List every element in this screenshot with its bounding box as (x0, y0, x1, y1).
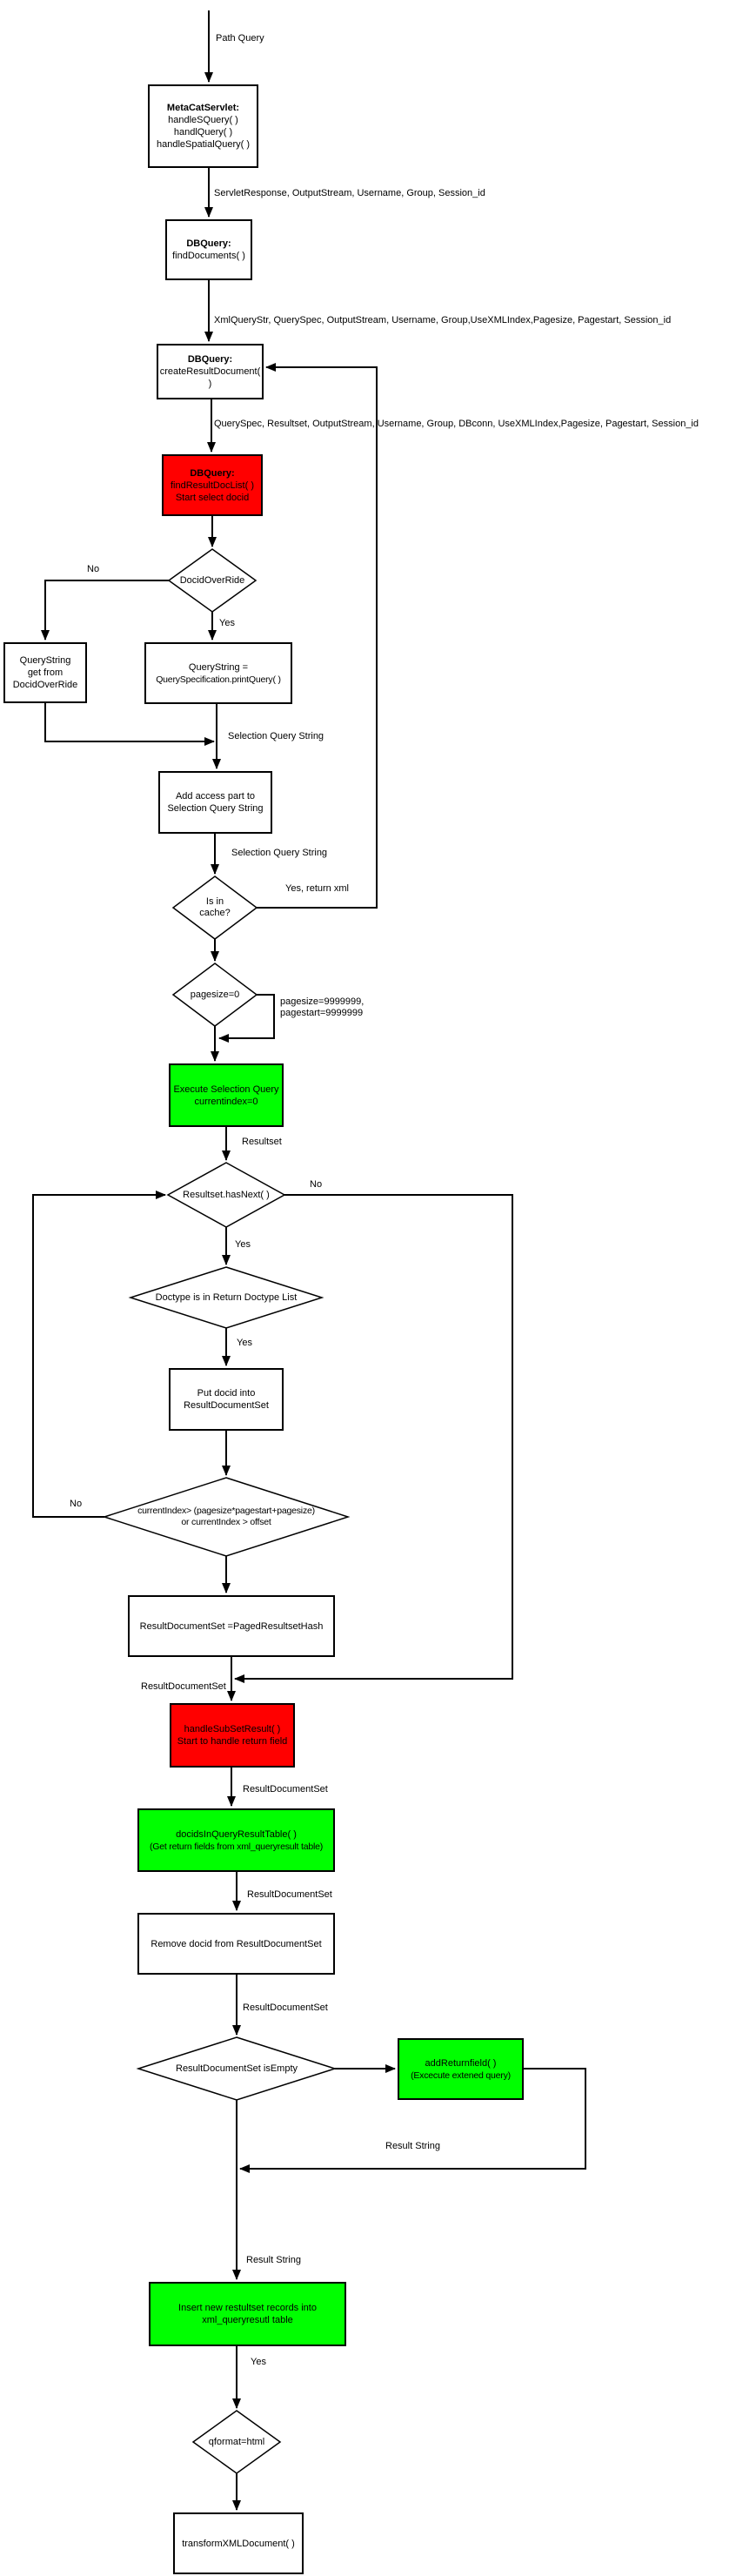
node-line: findDocuments( ) (172, 251, 245, 261)
edge-docidoverride-no (41, 580, 169, 641)
edge-addreturnfield-return (239, 2068, 586, 2173)
node-line: Start to handle return field (177, 1736, 288, 1747)
node-dbquery-finddocuments: DBQuery: findDocuments( ) (165, 219, 252, 280)
edge-currentindex-no-loop (32, 1191, 166, 1518)
node-line: Insert new restultset records into (178, 2303, 317, 2313)
node-dbquery-createresultdocument: DBQuery: createResultDocument( ) (157, 344, 264, 399)
edge-label-no-currentindex: No (70, 1499, 83, 1509)
node-line: docidsInQueryResultTable( ) (176, 1828, 297, 1840)
edge-label-line: pagestart=9999999 (280, 1008, 364, 1018)
edge-label-xmlquery-params: XmlQueryStr, QuerySpec, OutputStream, Us… (214, 315, 672, 325)
node-line: ResultDocumentSet (184, 1400, 269, 1411)
node-docidsinqueryresulttable: docidsInQueryResultTable( ) (Get return … (137, 1808, 335, 1872)
node-line: Remove docid from ResultDocumentSet (151, 1938, 322, 1949)
edge-label-resultdocumentset-2: ResultDocumentSet (243, 1784, 328, 1794)
node-line: addReturnfield( ) (425, 2057, 497, 2069)
node-line: (Get return fields from xml_queryresult … (149, 1841, 324, 1852)
node-line: Start select docid (175, 492, 250, 503)
node-line: QuerySpecification.printQuery( ) (156, 674, 281, 685)
edge-label-resultdocumentset-1: ResultDocumentSet (141, 1681, 226, 1692)
edge-label-yes-hasnext: Yes (235, 1239, 251, 1250)
node-insert-new-resultset: Insert new restultset records into xml_q… (149, 2282, 346, 2346)
node-dbquery-findresultdoclist: DBQuery: findResultDocList( ) Start sele… (162, 454, 263, 516)
node-line: findResultDocList( ) (171, 480, 254, 491)
edge-label-selection-query-1: Selection Query String (228, 731, 324, 741)
node-line: Execute Selection Query (173, 1083, 279, 1095)
edge-label-resultdocumentset-4: ResultDocumentSet (243, 2002, 328, 2013)
node-querystring-printquery: QueryString = QuerySpecification.printQu… (144, 642, 292, 704)
doctype-diamond (128, 1266, 324, 1329)
node-title: DBQuery: (187, 354, 233, 365)
edge-label-yes-insert: Yes (251, 2357, 266, 2367)
node-line: Add access part to (175, 791, 256, 802)
edge-label-yes-docidoverride: Yes (219, 618, 235, 628)
edge-isincache-yes-return (257, 363, 378, 909)
node-pagedresultsethash: ResultDocumentSet =PagedResultsetHash (128, 1595, 335, 1657)
currentindex-diamond (102, 1477, 351, 1557)
edge-label-resultset: Resultset (242, 1137, 282, 1147)
edge-label-servlet-params: ServletResponse, OutputStream, Username,… (214, 188, 485, 198)
node-line: Put docid into (197, 1388, 256, 1399)
hasnext-diamond (166, 1162, 286, 1228)
edge-label-selection-query-2: Selection Query String (231, 848, 328, 858)
node-line: DocidOverRide (12, 680, 78, 690)
node-addreturnfield: addReturnfield( ) (Excecute extened quer… (398, 2038, 524, 2100)
node-metacatservlet: MetaCatServlet: handleSQuery( ) handlQue… (148, 84, 258, 168)
node-line: handleSubSetResult( ) (184, 1724, 281, 1734)
edge-label-queryspec-params: QuerySpec, Resultset, OutputStream, User… (214, 419, 699, 429)
node-line: Selection Query String (167, 803, 264, 814)
edge-label-yes-return-xml: Yes, return xml (285, 883, 349, 894)
node-line: get from (27, 667, 64, 678)
docidoverride-diamond (167, 548, 258, 613)
node-transformxmldocument: transformXMLDocument( ) (173, 2512, 304, 2574)
edge-label-no-docidoverride: No (87, 564, 100, 574)
edge-querystringdocid-merge (44, 703, 215, 746)
node-line: handlQuery( ) (173, 127, 233, 138)
node-querystring-from-docidoverride: QueryString get from DocidOverRide (3, 642, 87, 703)
edge-label-resultdocumentset-3: ResultDocumentSet (247, 1889, 332, 1900)
node-handlesubsetresult: handleSubSetResult( ) Start to handle re… (170, 1703, 295, 1768)
qformat-diamond (191, 2410, 282, 2474)
node-line: xml_queryresutl table (202, 2315, 293, 2325)
edge-hasnext-no (234, 1194, 513, 1683)
node-line: handleSQuery( ) (168, 115, 238, 125)
node-put-docid: Put docid into ResultDocumentSet (169, 1368, 284, 1431)
node-title: MetaCatServlet: (166, 103, 240, 113)
edge-pagesize-loop (218, 994, 275, 1043)
node-line: QueryString (19, 655, 71, 666)
node-line: QueryString = (188, 661, 249, 673)
node-title: DBQuery: (186, 238, 231, 249)
pagesize0-diamond (171, 963, 258, 1027)
node-line: transformXMLDocument( ) (182, 2538, 295, 2549)
node-line: ResultDocumentSet =PagedResultsetHash (139, 1620, 324, 1632)
node-execute-selection-query: Execute Selection Query currentindex=0 (169, 1063, 284, 1127)
node-line: currentindex=0 (194, 1096, 258, 1107)
edge-label-path-query: Path Query (216, 33, 264, 44)
edge-label-result-string-1: Result String (385, 2141, 440, 2151)
edge-label-no-hasnext: No (310, 1179, 323, 1190)
node-line: handleSpatialQuery( ) (156, 139, 250, 150)
node-line: (Excecute extened query) (411, 2070, 511, 2081)
node-title: DBQuery: (190, 467, 235, 479)
node-line: createResultDocument( ) (159, 366, 261, 389)
edge-label-line: pagesize=9999999, (280, 996, 365, 1007)
isincache-diamond (171, 875, 258, 940)
node-remove-docid: Remove docid from ResultDocumentSet (137, 1913, 335, 1975)
node-add-access-part: Add access part to Selection Query Strin… (158, 771, 272, 834)
edge-label-result-string-2: Result String (246, 2255, 301, 2265)
edge-label-yes-doctype: Yes (237, 1338, 252, 1348)
edge-label-pagesize-set: pagesize=9999999, pagestart=9999999 (280, 996, 364, 1019)
isempty-diamond (136, 2036, 338, 2101)
